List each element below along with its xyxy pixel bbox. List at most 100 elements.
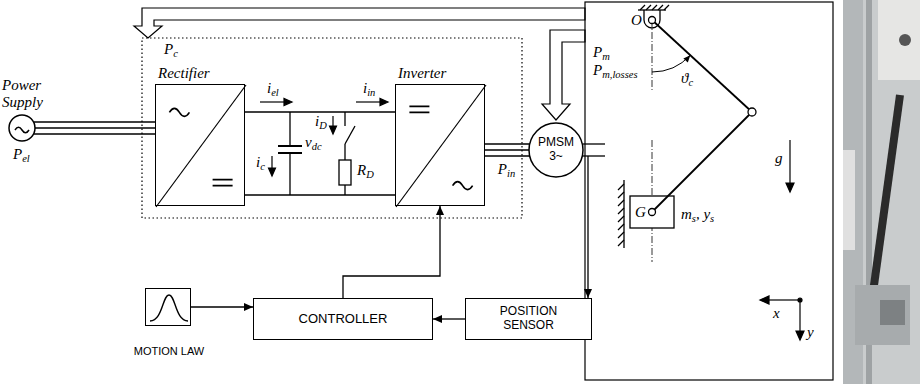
- ac-symbol: [169, 108, 189, 116]
- converter-frame: [142, 38, 522, 218]
- connector-line: [485, 149, 529, 150]
- connector: [485, 144, 530, 156]
- mass-label: ms, ys: [680, 206, 715, 223]
- box-label: CONTROLLER: [299, 312, 388, 327]
- voltage-label: vdc: [304, 134, 323, 151]
- dc-link-circuit: [278, 145, 302, 147]
- circle-outline: [529, 123, 583, 177]
- gravity-label: g: [774, 150, 784, 167]
- photo: [843, 0, 920, 384]
- photo: [880, 300, 905, 325]
- shape-outline: [156, 85, 246, 207]
- connector-line: [587, 156, 588, 298]
- angle-label: ϑc: [680, 70, 694, 87]
- crank-mechanism: [623, 180, 624, 248]
- power-flow-arrow: [134, 8, 585, 38]
- power-label: Pel: [12, 146, 31, 163]
- crank-mechanism: [646, 5, 651, 10]
- crank-mechanism: [618, 240, 624, 246]
- current-arrow: [284, 99, 292, 106]
- ac-symbol: [15, 127, 29, 133]
- dc-link-circuit: [345, 126, 355, 144]
- axis-arrow: [760, 140, 804, 340]
- shape-outline: [146, 289, 192, 327]
- current-label: iel: [266, 80, 280, 97]
- photo: [843, 150, 855, 250]
- connector: [191, 303, 253, 311]
- power-flow-arrow: [542, 30, 585, 120]
- heading-label: Rectifier: [158, 65, 210, 82]
- circle-outline: [9, 115, 35, 141]
- crank-mechanism: [618, 224, 624, 230]
- connector: [343, 206, 444, 298]
- edge-label: Pin: [497, 161, 516, 178]
- axis-arrow: [786, 183, 794, 192]
- crank-mechanism: [618, 216, 624, 222]
- mechanism-panel: [585, 2, 833, 380]
- dc-link-circuit: [289, 112, 290, 146]
- dc-link-circuit: [339, 160, 351, 185]
- motor-circle: PMSM 3~: [528, 122, 584, 178]
- crank-mechanism: [618, 232, 624, 238]
- motor-shaft: [583, 143, 605, 144]
- shape-outline: [396, 85, 486, 207]
- photo: [843, 0, 920, 384]
- connector-line: [343, 206, 440, 298]
- current-label: iin: [362, 80, 376, 97]
- power-source: Power Supply: [8, 114, 36, 142]
- arrowhead: [244, 303, 253, 311]
- photo: [872, 95, 900, 300]
- crank-mechanism: [618, 184, 624, 190]
- dc-link-circuit: [344, 144, 345, 160]
- crank-mechanism: [652, 20, 653, 90]
- connector-line: [34, 133, 155, 134]
- shape-outline: [8, 114, 36, 142]
- photo: [855, 285, 910, 345]
- box-label: PMSM 3~: [536, 136, 576, 164]
- connector-line: [485, 143, 530, 144]
- crank-mechanism: [618, 200, 624, 206]
- current-arrow: [260, 101, 286, 102]
- crank-mechanism: [683, 55, 690, 62]
- connector: [584, 156, 592, 298]
- arrowhead: [433, 315, 442, 323]
- connector: [34, 122, 155, 134]
- axis-arrow: [760, 296, 769, 304]
- ac-symbol: [453, 182, 473, 190]
- motion-profile-curve: [150, 295, 188, 321]
- axis-arrow: [789, 140, 790, 184]
- dc-link-circuit: [289, 153, 290, 195]
- dc-symbol: [409, 106, 429, 112]
- crank-mechanism: [618, 5, 756, 262]
- current-arrow: [330, 126, 337, 134]
- crank-mechanism: [652, 5, 657, 10]
- converter-diagonal: [396, 85, 486, 207]
- current-label: ic: [255, 154, 266, 171]
- power-label: Pc: [163, 41, 179, 58]
- crank-mechanism: [652, 20, 752, 112]
- dc-link-circuit: [344, 112, 345, 126]
- motion-law-box: MOTION LAW: [145, 288, 191, 326]
- axis-label: y: [806, 324, 815, 341]
- connector: [433, 315, 465, 323]
- axis-arrow: [799, 300, 800, 332]
- connector-line: [35, 127, 155, 128]
- motor-shaft: [583, 155, 605, 156]
- crank-mechanism: [658, 5, 663, 10]
- dc-symbol: [213, 180, 233, 186]
- sensor-box: POSITION SENSOR: [465, 298, 592, 340]
- motor-shaft: [583, 144, 605, 156]
- converter-diagonal: [156, 85, 246, 207]
- converter-frame: [142, 38, 522, 218]
- point-label: G: [634, 204, 647, 221]
- current-label: iD: [314, 113, 328, 130]
- point-label: O: [630, 12, 643, 29]
- crank-mechanism: [649, 209, 656, 216]
- connector-line: [191, 306, 253, 307]
- crank-mechanism: [618, 192, 624, 198]
- crank-mechanism: [618, 208, 624, 214]
- crank-mechanism: [748, 108, 756, 116]
- connector-line: [485, 155, 530, 156]
- crank-mechanism: [664, 5, 669, 10]
